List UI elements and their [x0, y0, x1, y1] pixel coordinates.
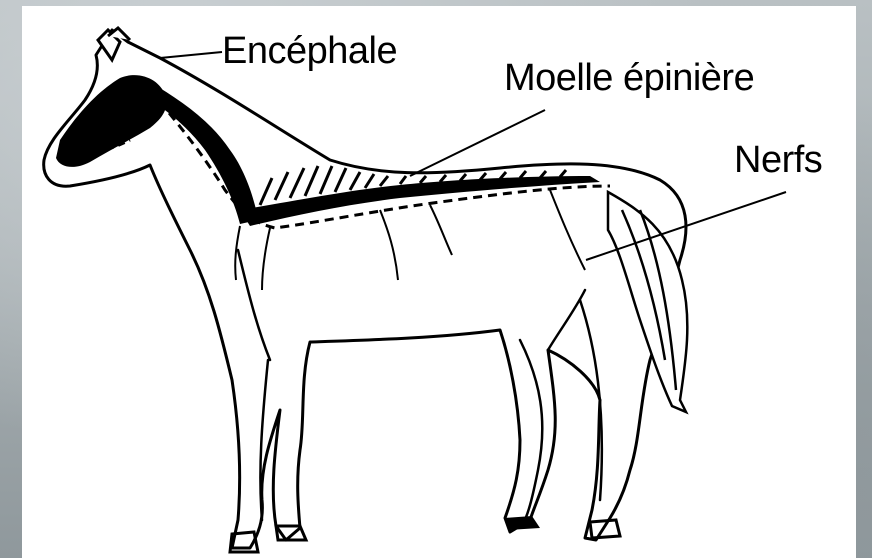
leader-line-brain: [160, 52, 222, 58]
label-nerves: Nerfs: [734, 141, 822, 179]
diagram-panel: Encéphale Moelle épinière Nerfs: [22, 6, 856, 558]
label-spinal-cord: Moelle épinière: [504, 59, 754, 97]
label-brain: Encéphale: [222, 32, 397, 70]
